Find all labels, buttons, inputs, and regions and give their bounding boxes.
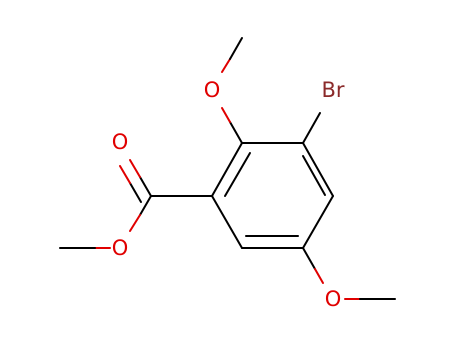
c-o-top-bond-red [221,107,231,123]
o-ch3-top-bond-black [229,37,243,60]
ring-bond-c5-c6 [211,195,243,249]
carbonyl-bond-1-red [129,159,141,178]
c-o-bottom-bond-red [314,268,324,284]
carbonyl-bond-1-black [139,176,152,197]
methoxy-oxygen-bottom-label: O [325,287,342,311]
carbonyl-bond-2-red [119,165,131,184]
ring-bond-c3-c4 [302,195,334,249]
ester-o-bond-black [139,195,152,216]
ester-o-bond-red [129,214,141,232]
carbonyl-bond-2-black [129,182,142,203]
ring-bond-c6-c1 [211,142,243,197]
carbonyl-oxygen-label: O [112,130,129,154]
c-br-bond [302,112,321,144]
ester-oxygen-label: O [112,236,129,260]
c-o-top-bond-black [229,121,243,144]
ring-inner-bond-b [302,155,326,196]
c-o-bottom-bond-black [302,247,316,270]
methoxy-oxygen-top-label: O [204,78,221,102]
ring-bond-c2-c3 [302,142,334,197]
bromine-atom-label: Br [321,78,344,102]
o-ch3-top-bond-red [221,58,231,73]
ring-inner-bond-a [224,152,251,197]
